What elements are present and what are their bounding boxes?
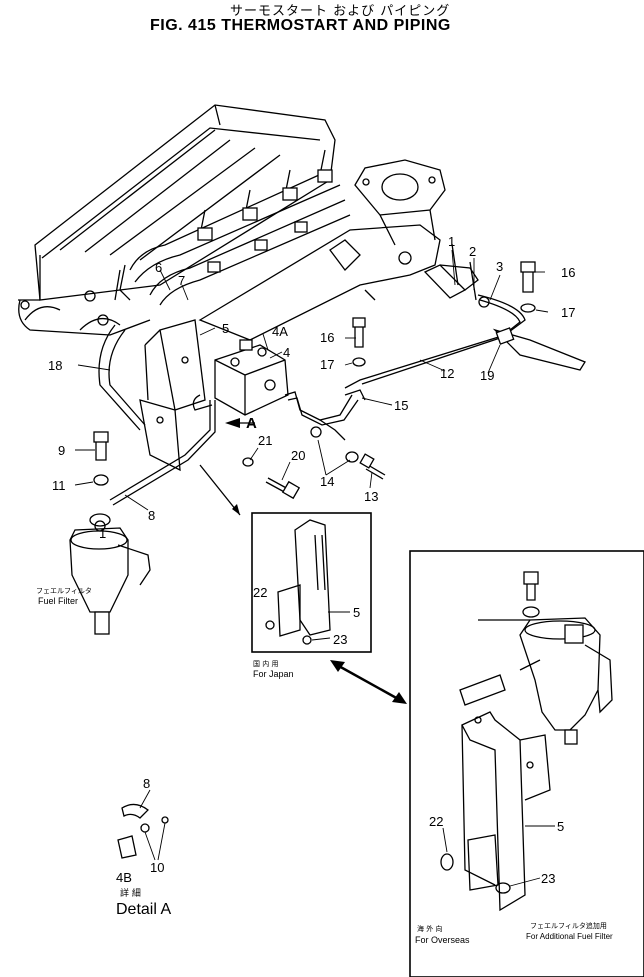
japan-callout-22: 22 bbox=[253, 585, 267, 600]
detail-a: 8 10 4B 詳 細 Detail A bbox=[116, 776, 171, 918]
japan-variant-box: 22 5 23 国 内 用 For Japan bbox=[251, 512, 372, 679]
overseas-callout-5: 5 bbox=[557, 819, 564, 834]
japan-callout-5: 5 bbox=[353, 605, 360, 620]
callout-labels: 1 2 3 16 17 12 19 15 16 17 4A 4 5 6 7 18… bbox=[48, 234, 575, 523]
bolt-16-lower bbox=[352, 317, 366, 367]
bolt-9 bbox=[93, 431, 109, 486]
callout-1: 1 bbox=[448, 234, 455, 249]
additional-filter-label: For Additional Fuel Filter bbox=[526, 932, 613, 941]
additional-filter-label-jp: フェエルフィルタ追加用 bbox=[530, 921, 607, 930]
callout-17-lower: 17 bbox=[320, 357, 334, 372]
figure-title: FIG. 415 THERMOSTART AND PIPING bbox=[150, 17, 451, 34]
callout-15: 15 bbox=[394, 398, 408, 413]
hose-18 bbox=[98, 324, 146, 431]
bolt-20 bbox=[265, 477, 301, 500]
callout-20: 20 bbox=[291, 448, 305, 463]
reference-arrowhead bbox=[232, 504, 240, 515]
fuel-pipe-15 bbox=[284, 389, 366, 441]
japan-callout-23: 23 bbox=[333, 632, 347, 647]
fuel-filter bbox=[69, 513, 151, 635]
callout-16-lower: 16 bbox=[320, 330, 334, 345]
callout-16-upper: 16 bbox=[561, 265, 575, 280]
overseas-callout-23: 23 bbox=[541, 871, 555, 886]
detail-label-jp: 詳 細 bbox=[120, 887, 141, 899]
washer-21 bbox=[242, 457, 254, 467]
japan-label-jp: 国 内 用 bbox=[253, 659, 278, 668]
injection-pipes bbox=[114, 149, 351, 306]
callout-7: 7 bbox=[178, 273, 185, 288]
overseas-label: For Overseas bbox=[415, 935, 470, 945]
thermostart-pump-4 bbox=[192, 339, 289, 416]
overseas-callout-22: 22 bbox=[429, 814, 443, 829]
japan-label: For Japan bbox=[253, 669, 294, 679]
callout-4: 4 bbox=[283, 345, 290, 360]
callout-8: 8 bbox=[148, 508, 155, 523]
bracket-5 bbox=[139, 319, 206, 472]
fuel-filter-label-jp: フェエルフィルタ bbox=[36, 586, 92, 595]
detail-callout-10: 10 bbox=[150, 860, 164, 875]
callout-3: 3 bbox=[496, 259, 503, 274]
title-japanese: サーモスタート および パイピング bbox=[230, 4, 451, 19]
overseas-label-jp: 海 外 向 bbox=[417, 924, 442, 933]
fuel-tube-8 bbox=[109, 400, 216, 506]
callout-11: 11 bbox=[52, 478, 66, 493]
callout-17-upper: 17 bbox=[561, 305, 575, 320]
leader-lines bbox=[74, 249, 549, 511]
callout-21: 21 bbox=[258, 433, 272, 448]
reference-arrow bbox=[199, 464, 241, 516]
detail-a-label: Detail A bbox=[116, 901, 171, 918]
callout-19: 19 bbox=[480, 368, 494, 383]
callout-4a: 4A bbox=[272, 324, 288, 339]
fuel-filter-label: Fuel Filter bbox=[38, 596, 78, 606]
intake-manifold bbox=[198, 159, 446, 341]
callout-a-arrow: A bbox=[246, 415, 257, 432]
variant-comparison-arrow bbox=[330, 660, 407, 704]
detail-callout-4b: 4B bbox=[116, 870, 132, 885]
bolt-13 bbox=[359, 453, 386, 480]
fuel-tube-12 bbox=[344, 294, 586, 389]
overseas-variant-box: 22 5 23 海 外 向 For Overseas フェエルフィルタ追加用 F… bbox=[409, 550, 644, 977]
callout-12: 12 bbox=[440, 366, 454, 381]
bolt-16-upper bbox=[520, 261, 536, 313]
callout-2: 2 bbox=[469, 244, 476, 259]
engine-cylinder-head bbox=[18, 104, 336, 336]
callout-6: 6 bbox=[155, 260, 162, 275]
callout-13: 13 bbox=[364, 489, 378, 504]
callout-5: 5 bbox=[222, 321, 229, 336]
detail-callout-8: 8 bbox=[143, 776, 150, 791]
callout-18: 18 bbox=[48, 358, 62, 373]
fuel-filter-part-number: 1 bbox=[99, 526, 106, 541]
callout-14: 14 bbox=[320, 474, 334, 489]
thermostart-plug bbox=[423, 243, 490, 308]
washer-14 bbox=[345, 451, 359, 463]
view-arrow-a bbox=[225, 418, 240, 428]
callout-9: 9 bbox=[58, 443, 65, 458]
